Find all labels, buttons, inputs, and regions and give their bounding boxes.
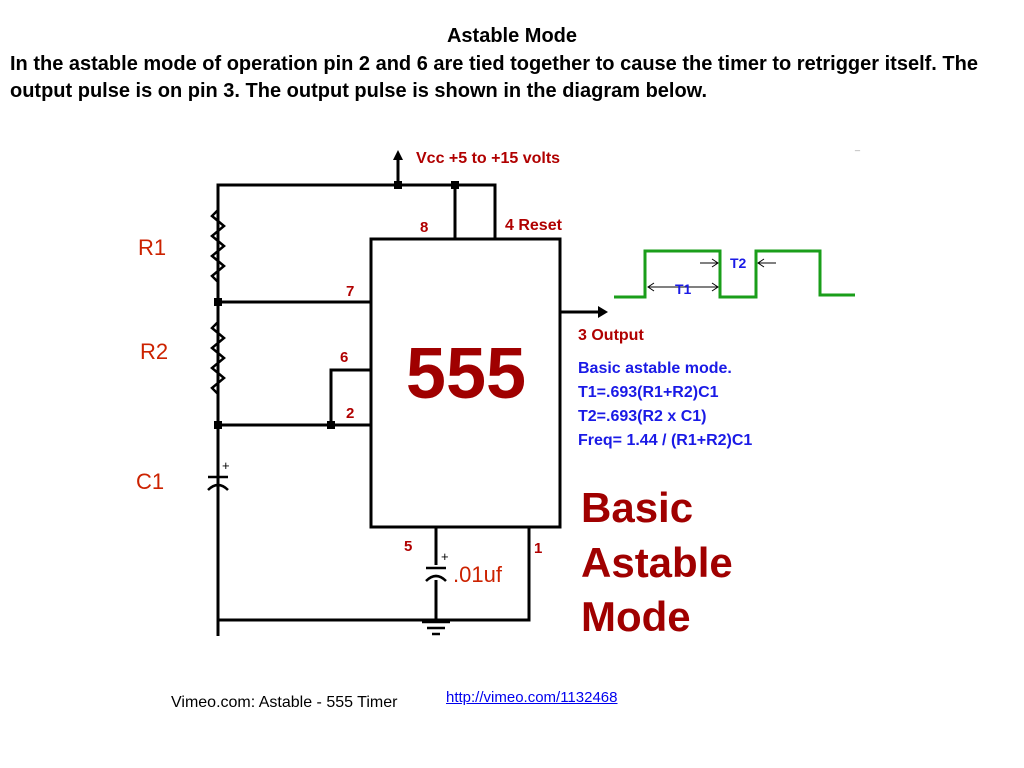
formula-line: Freq= 1.44 / (R1+R2)C1 — [578, 432, 752, 449]
pin-1-label: 1 — [534, 540, 542, 557]
output-label: 3 Output — [578, 327, 644, 344]
pin-6-label: 6 — [340, 349, 348, 366]
cap-value-label: .01uf — [453, 562, 503, 587]
t1-label: T1 — [675, 281, 692, 297]
resistor-r2-icon — [210, 321, 226, 395]
big-label-line: Mode — [581, 593, 691, 640]
output-arrow-icon — [598, 306, 608, 318]
junction-dots — [214, 181, 459, 429]
capacitor-001uf-icon — [425, 566, 447, 582]
chip-label: 555 — [406, 334, 526, 414]
t2-label: T2 — [730, 255, 747, 271]
pin-8-label: 8 — [420, 219, 428, 236]
video-caption: Vimeo.com: Astable - 555 Timer — [171, 694, 398, 711]
capacitor-c1-icon — [207, 425, 229, 491]
big-label-line: Astable — [581, 539, 733, 586]
wires — [216, 158, 600, 636]
intro-paragraph: In the astable mode of operation pin 2 a… — [10, 53, 978, 102]
ground-icon — [422, 620, 450, 636]
resistor-r1-icon — [210, 209, 226, 283]
stray-mark: _ — [855, 141, 861, 151]
c1-plus: + — [222, 458, 230, 473]
chip-555-body — [369, 237, 562, 529]
formula-line: Basic astable mode. — [578, 360, 732, 377]
big-label-line: Basic — [581, 484, 693, 531]
pin-7-label: 7 — [346, 283, 354, 300]
vcc-label: Vcc +5 to +15 volts — [416, 150, 560, 167]
formula-line: T1=.693(R1+R2)C1 — [578, 384, 719, 401]
pin-5-label: 5 — [404, 538, 412, 555]
page-title: Astable Mode — [446, 25, 578, 47]
r1-label: R1 — [138, 235, 166, 260]
r2-label: R2 — [140, 339, 168, 364]
c1-label: C1 — [136, 469, 164, 494]
pin-2-label: 2 — [346, 405, 354, 422]
cap-plus: + — [441, 549, 449, 564]
vcc-arrow-icon — [393, 150, 403, 160]
vimeo-link[interactable]: http://vimeo.com/1132468 — [446, 689, 618, 706]
formula-line: T2=.693(R2 x C1) — [578, 408, 707, 425]
t2-dimension — [700, 258, 776, 268]
reset-label: 4 Reset — [505, 217, 563, 234]
t1-dimension — [647, 282, 719, 292]
output-waveform — [614, 249, 855, 299]
